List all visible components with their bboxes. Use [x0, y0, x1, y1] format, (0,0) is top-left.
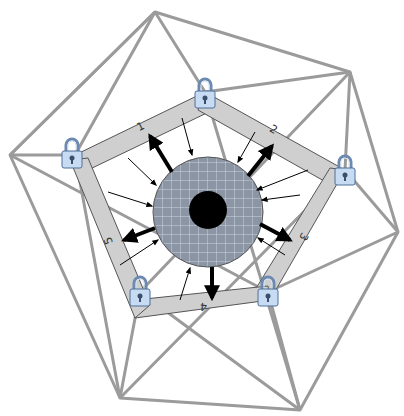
pentagon-bars — [70, 92, 345, 318]
grid-disc — [153, 157, 263, 267]
inward-arrows — [108, 118, 308, 300]
padlocks — [62, 79, 355, 306]
wire-frame — [10, 12, 398, 410]
outward-arrows — [124, 136, 290, 298]
callout-number: 4 — [199, 300, 207, 312]
center-dot — [189, 191, 227, 229]
